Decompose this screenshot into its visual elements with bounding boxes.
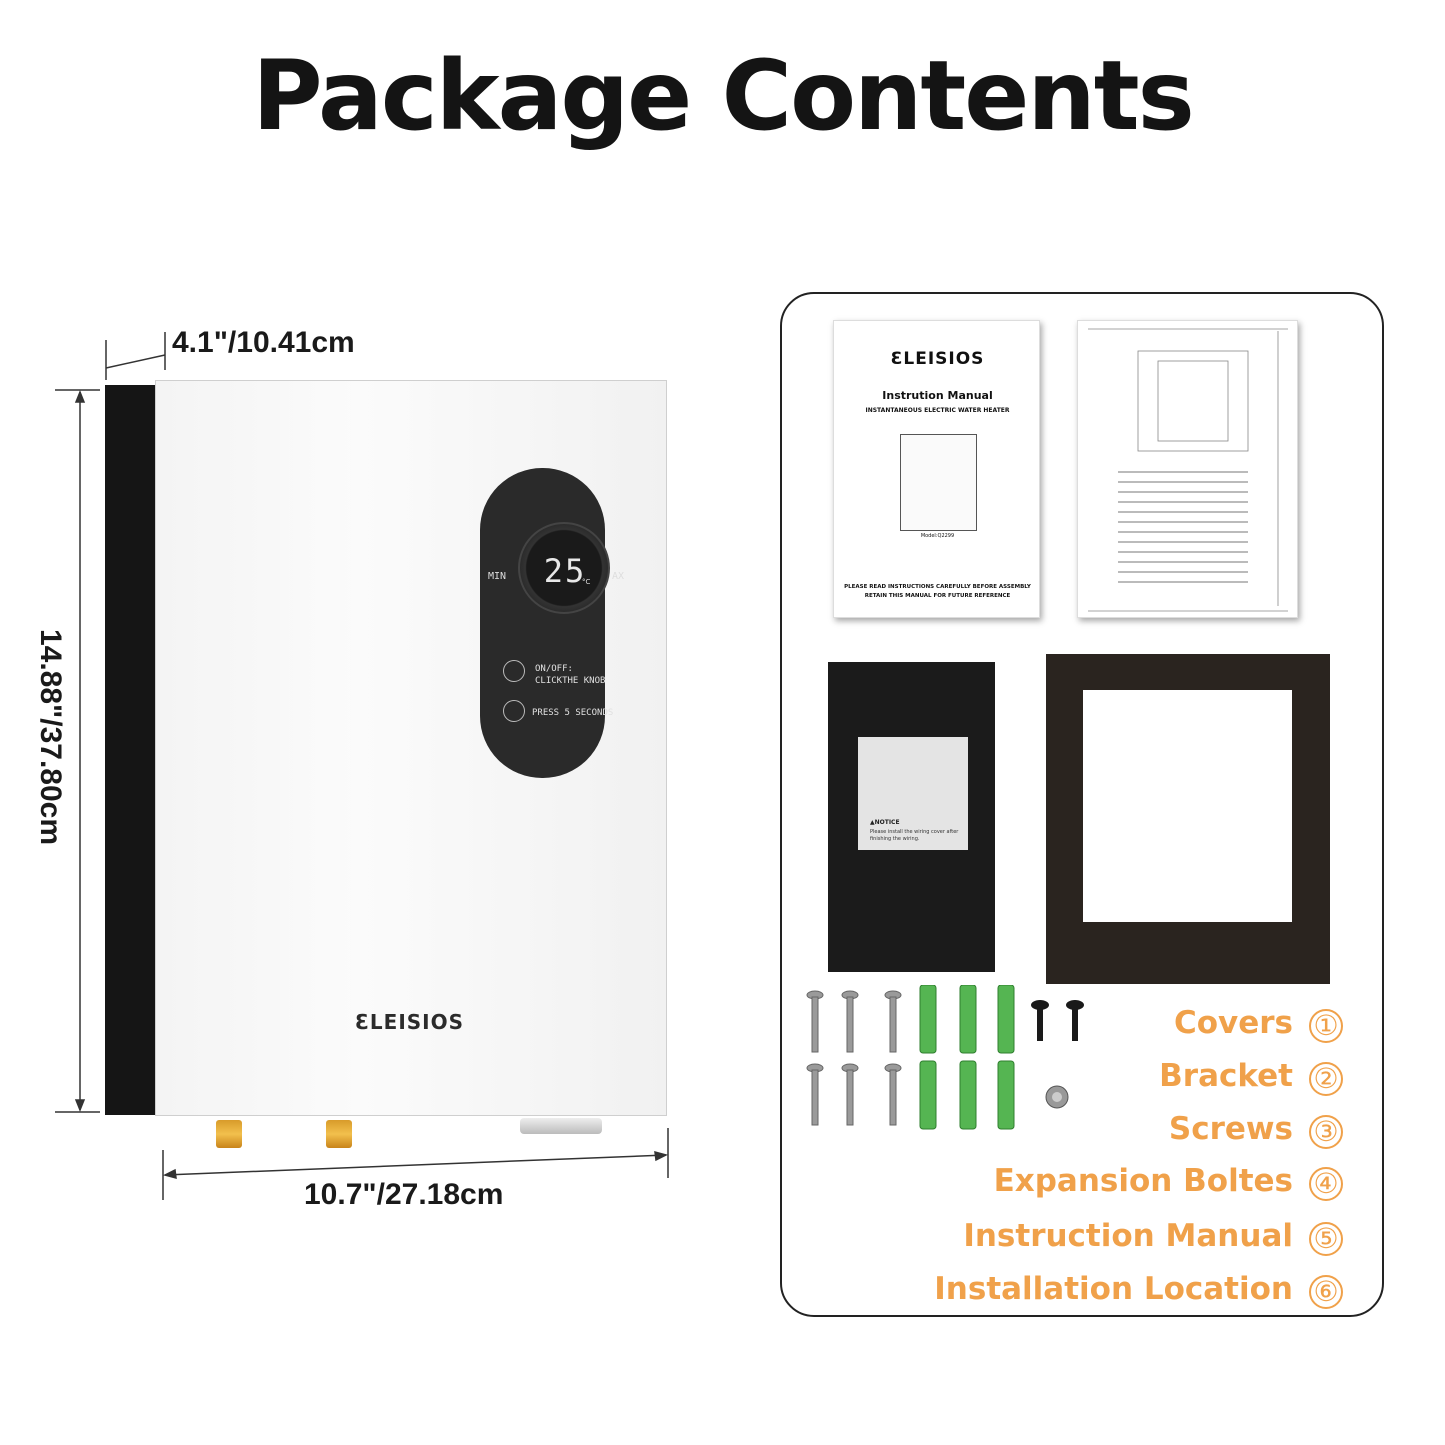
anchor-icon: [959, 1060, 977, 1130]
content-item-number: ⑤: [1309, 1222, 1343, 1256]
onoff-line2: CLICKTHE KNOB: [535, 676, 606, 686]
hardware-set: [806, 985, 1084, 1130]
manual-footer-line2: RETAIN THIS MANUAL FOR FUTURE REFERENCE: [864, 593, 1011, 599]
water-inlet-fitting: [216, 1120, 242, 1148]
screw-icon: [884, 1063, 902, 1126]
manual-subtitle: INSTANTANEOUS ELECTRIC WATER HEATER: [865, 407, 1010, 414]
bolt-icon: [1031, 1000, 1049, 1041]
content-item-label: Expansion Boltes: [993, 1163, 1293, 1199]
width-label: 10.7"/27.18cm: [304, 1178, 504, 1211]
temperature-display: 25: [543, 552, 587, 590]
screw-icon: [841, 1063, 859, 1126]
celsius-icon: °C: [582, 578, 591, 586]
manual-device-drawing: [900, 434, 977, 531]
content-item-label: Instruction Manual: [963, 1218, 1293, 1254]
manual-title: Instrution Manual: [882, 389, 993, 402]
anchor-icon: [959, 985, 977, 1054]
content-item-label: Covers: [1173, 1005, 1293, 1041]
reset-icon: [503, 700, 525, 722]
min-label: MIN: [488, 571, 507, 582]
anchor-icon: [919, 985, 937, 1054]
manual-brand: ƐLEISIOS: [890, 349, 985, 369]
control-panel: [480, 468, 605, 778]
content-item-label: Installation Location: [934, 1271, 1293, 1307]
content-item-number: ④: [1309, 1167, 1343, 1201]
instruction-manual-image: ƐLEISIOS Instrution Manual INSTANTANEOUS…: [833, 320, 1040, 618]
content-item-number: ③: [1309, 1115, 1343, 1149]
temperature-knob[interactable]: [518, 522, 610, 614]
manual-footer-line1: PLEASE READ INSTRUCTIONS CAREFULLY BEFOR…: [844, 584, 1031, 590]
onoff-line1: ON/OFF:: [535, 664, 573, 674]
screw-icon: [806, 1063, 824, 1126]
content-item-number: ①: [1309, 1009, 1343, 1043]
depth-label: 4.1"/10.41cm: [172, 326, 355, 359]
anchor-icon: [997, 1060, 1015, 1130]
press-label: PRESS 5 SECONDS: [532, 708, 614, 718]
notice-text: Please install the wiring cover after fi…: [870, 829, 959, 842]
height-label: 14.88"/37.80cm: [34, 628, 67, 846]
contents-card: [780, 292, 1384, 1317]
content-item-label: Screws: [1168, 1111, 1293, 1147]
max-label: AX: [612, 571, 625, 582]
content-item-number: ②: [1309, 1062, 1343, 1096]
nut-icon: [1045, 1085, 1069, 1109]
water-outlet-fitting: [326, 1120, 352, 1148]
screw-icon: [806, 990, 824, 1053]
content-item-number: ⑥: [1309, 1275, 1343, 1309]
bracket-opening: [1083, 690, 1292, 922]
heater-side-panel: [105, 385, 157, 1115]
installation-diagram: [1088, 328, 1288, 612]
touch-hand-icon: [503, 660, 525, 682]
anchor-icon: [997, 985, 1015, 1054]
notice-label: ▲NOTICE: [870, 819, 900, 826]
installation-location-image: [1077, 320, 1298, 618]
screw-icon: [841, 990, 859, 1053]
cover-sticker: [858, 737, 968, 850]
manual-footer: PLEASE READ INSTRUCTIONS CAREFULLY BEFOR…: [834, 583, 1041, 601]
heater-brand-logo: ƐLEISIOS: [355, 1010, 465, 1034]
screw-icon: [884, 990, 902, 1053]
cable-connector: [520, 1118, 602, 1134]
anchor-icon: [919, 1060, 937, 1130]
page-title: Package Contents: [252, 40, 1194, 152]
content-item-label: Bracket: [1159, 1058, 1293, 1094]
manual-model: Model:Q2299: [920, 533, 955, 539]
bolt-icon: [1066, 1000, 1084, 1041]
